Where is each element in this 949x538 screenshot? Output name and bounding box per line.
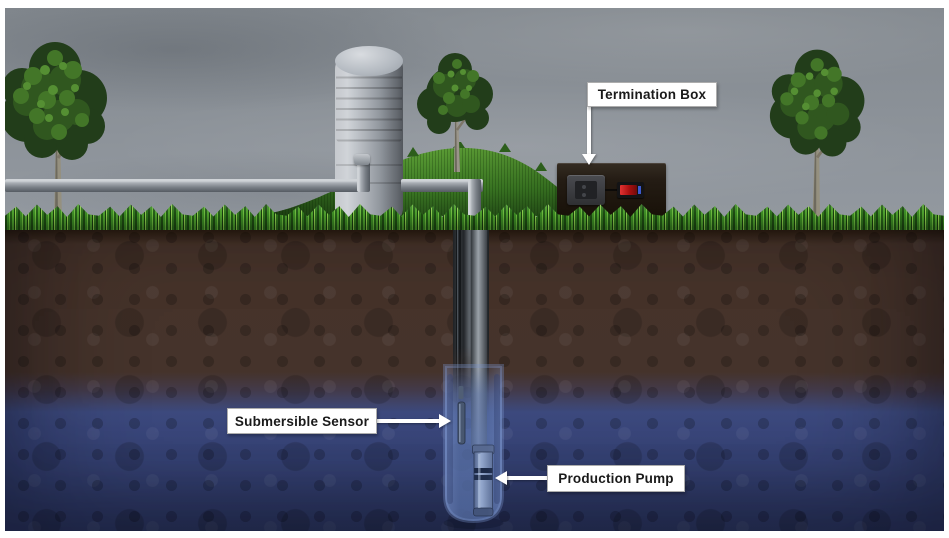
termination-box-arrowhead-icon xyxy=(582,154,596,165)
middle-tree xyxy=(417,53,493,172)
storage-tank xyxy=(335,46,403,218)
submersible-sensor-label: Submersible Sensor xyxy=(227,408,377,434)
production-pump-label-text: Production Pump xyxy=(558,471,674,486)
junction-device xyxy=(567,175,605,205)
tank-ribs xyxy=(336,68,402,142)
led-display-blue-segment xyxy=(638,186,641,194)
device-dot xyxy=(582,185,586,189)
termination-box-label-text: Termination Box xyxy=(597,87,707,102)
well-bottom-shadow xyxy=(443,517,504,529)
tank-shading xyxy=(335,58,403,218)
submersible-sensor-arrow xyxy=(376,419,440,423)
junction-device-panel xyxy=(575,181,597,199)
left-tree xyxy=(5,42,107,220)
sensor-cable xyxy=(456,216,461,401)
submersible-sensor-label-text: Submersible Sensor xyxy=(234,413,370,429)
submersible-sensor-arrowhead-icon xyxy=(439,414,451,428)
pipe-elbow-left xyxy=(354,154,370,165)
right-tree xyxy=(769,49,865,218)
production-pump-arrowhead-icon xyxy=(495,471,507,485)
supply-pipe-right xyxy=(401,179,483,192)
production-pump-arrow xyxy=(507,476,548,480)
led-display-red-readout xyxy=(620,185,637,195)
tree-foliage xyxy=(5,42,107,160)
device-dot xyxy=(582,193,586,197)
termination-box-label: Termination Box xyxy=(587,82,717,107)
termination-box-arrow xyxy=(587,106,591,155)
tree-foliage xyxy=(769,49,865,157)
tank-pipe-stub xyxy=(357,158,370,192)
casing-front-sheen xyxy=(445,366,502,521)
scene: Termination Box Submersible Sensor Produ… xyxy=(5,8,944,531)
tank-dome xyxy=(335,46,403,76)
production-pump-label: Production Pump xyxy=(547,465,685,492)
wire xyxy=(605,189,617,191)
led-display xyxy=(617,182,644,198)
tree-foliage xyxy=(417,53,493,134)
sensor-cable-highlight xyxy=(457,216,459,401)
termination-box xyxy=(557,163,666,220)
supply-pipe-left xyxy=(5,179,367,192)
